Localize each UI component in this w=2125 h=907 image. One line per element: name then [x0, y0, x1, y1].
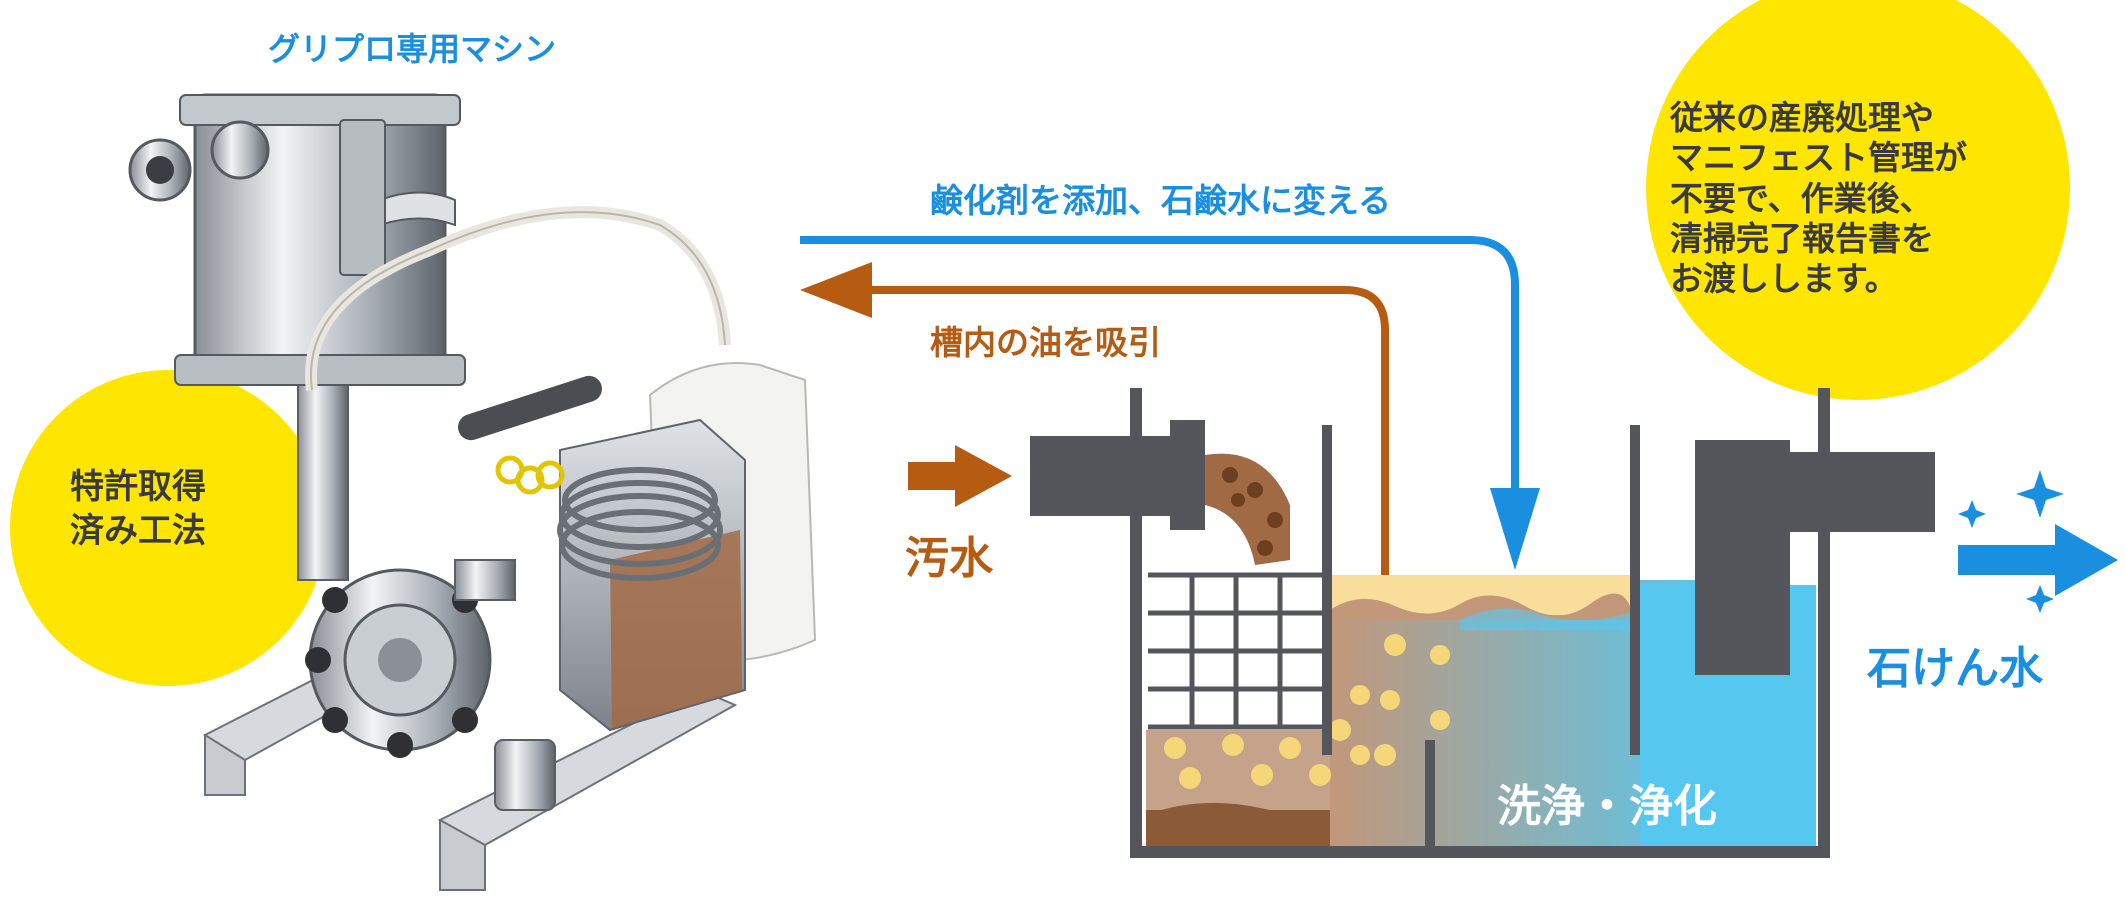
filter-screen [1148, 572, 1323, 730]
additive-flow-arrowhead [1490, 488, 1540, 570]
notice-badge-line: 従来の産廃処理や [1670, 98, 1934, 137]
additive-flow-line [800, 236, 1519, 520]
notice-badge-circle [1646, 0, 2070, 400]
inlet-arrow [908, 445, 1012, 507]
grease-trap-tank [1030, 388, 1935, 858]
notice-badge: 従来の産廃処理や マニフェスト管理が 不要で、作業後、 清掃完了報告書を お渡し… [1670, 98, 1967, 299]
notice-badge-line: 清掃完了報告書を [1670, 218, 1934, 258]
outlet-arrow [1958, 524, 2118, 596]
patent-badge-line: 特許取得 [70, 467, 206, 507]
inlet-label: 汚水 [905, 533, 993, 584]
additive-flow-label: 鹸化剤を添加、石鹸水に変える [930, 181, 1392, 220]
patent-badge: 特許取得 済み工法 [70, 465, 206, 553]
inlet-pipe [1030, 420, 1290, 565]
machine-illustration [128, 93, 817, 891]
tank-process-label: 洗浄・浄化 [1497, 781, 1717, 832]
outlet-label: 石けん水 [1867, 643, 2043, 694]
notice-badge-line: マニフェスト管理が [1670, 138, 1967, 178]
sparkle-icon [1958, 470, 2064, 613]
notice-badge-line: 不要で、作業後、 [1670, 178, 1933, 218]
machine-caption: グリプロ専用マシン [268, 30, 557, 68]
notice-badge-line: お渡しします。 [1670, 259, 1898, 298]
patent-badge-line: 済み工法 [70, 511, 206, 552]
suction-flow-label: 槽内の油を吸引 [930, 323, 1161, 362]
patent-badge-circle [10, 370, 326, 686]
outlet-pipe [1695, 440, 1935, 675]
suction-flow-line [870, 286, 1389, 575]
suction-flow-arrowhead [800, 262, 872, 318]
